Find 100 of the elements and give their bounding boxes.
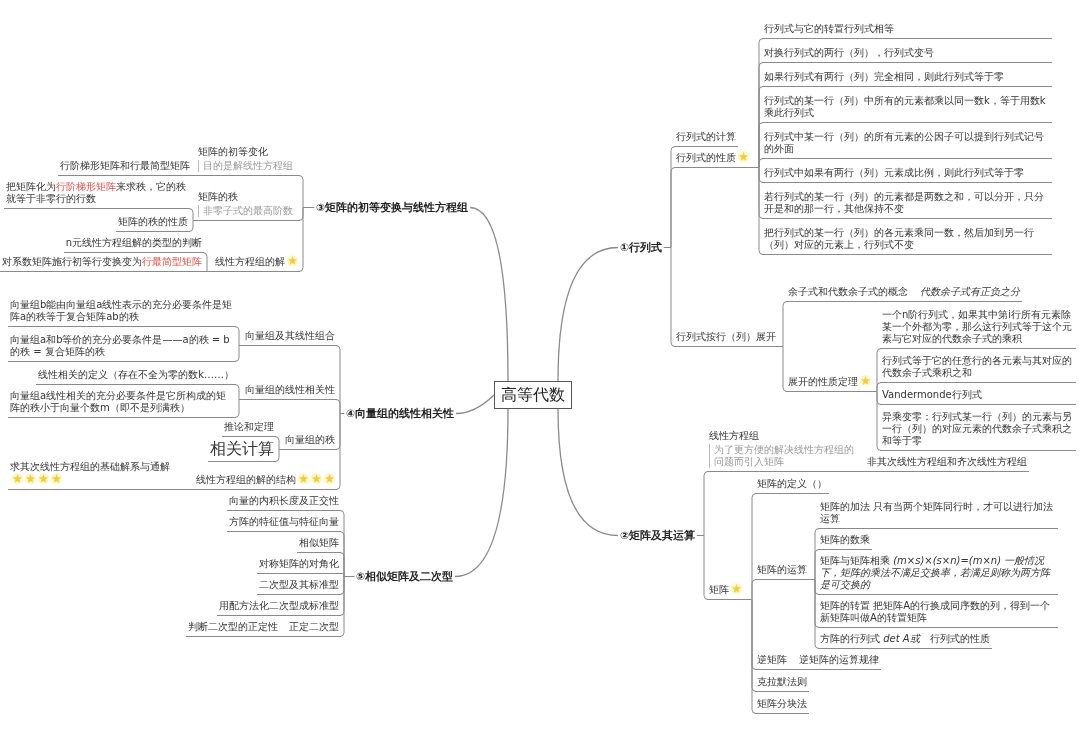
connector-line	[909, 301, 919, 302]
subtopic: 用配方法化二次型成标准型	[217, 598, 341, 616]
subtopic: 行列式与它的转置行列式相等	[762, 21, 1052, 39]
subtopic: 矩阵的加法 只有当两个矩阵同行时，才可以进行加法运算	[818, 499, 1058, 529]
subtopic: 克拉默法则	[755, 674, 809, 692]
connector-line	[696, 535, 709, 600]
subtopic: 行列式等于它的任意行的各元素与其对应的代数余子式乘积之和	[880, 353, 1076, 383]
subtopic	[213, 253, 300, 272]
connector-line	[663, 247, 676, 347]
subtopic: 矩阵的秩的性质	[116, 214, 190, 232]
subtopic: 线性相关的定义（存在不全为零的数k……）	[36, 367, 236, 385]
connector-line	[298, 207, 315, 272]
subtopic: 矩阵的运算	[755, 562, 809, 580]
subtopic: 向量组a线性相关的充分必要条件是它所构成的矩阵的秩小于向量个数m（即不是列满秩）	[8, 388, 236, 418]
central-topic: 高等代数	[494, 381, 572, 409]
branch-title: ⑤相似矩阵及二次型	[354, 569, 455, 584]
connector-line	[188, 220, 197, 232]
subtopic: 矩阵的定义（）	[755, 476, 829, 494]
connector-line	[750, 167, 764, 255]
subtopic: 方阵的特征值与特征向量	[227, 514, 341, 532]
topic-text: 矩阵	[709, 584, 729, 595]
topic-text: 行列式的性质	[676, 152, 736, 163]
subtopic: 行列式按行（列）展开	[674, 329, 778, 347]
subtopic: 行阶梯形矩阵和行最简型矩阵	[58, 158, 192, 176]
branch-curve	[455, 394, 495, 415]
connector-line	[203, 271, 214, 272]
subtopic: 向量的内积长度及正交性	[227, 493, 341, 511]
subtopic: 行列式中如果有两行（列）元素成比例，则此行列式等于零	[762, 165, 1052, 183]
subtopic: 非其次线性方程组和齐次线性方程组	[865, 454, 1029, 472]
subtopic: 向量组b能由向量组a线性表示的充分必要条件是矩阵a的秩等于复合矩阵ab的秩	[8, 297, 236, 327]
subtopic	[707, 428, 857, 472]
branch-curve	[469, 206, 509, 382]
subtopic: 对称矩阵的对角化	[257, 556, 341, 574]
subtopic: 矩阵的数乘	[818, 532, 872, 550]
subtopic: 行列式中某一行（列）的所有元素的公因子可以提到行列式记号的外面	[762, 129, 1052, 159]
branch-curve	[557, 408, 619, 537]
subtopic: 把行列式的某一行（列）的各元素乘同一数，然后加到另一行（列）对应的元素上，行列式不变	[762, 225, 1052, 255]
subtopic: 逆矩阵	[755, 652, 789, 670]
topic-text: 矩阵的初等变化	[198, 146, 268, 157]
branch-title: ①行列式	[618, 240, 664, 255]
subtopic: 逆矩阵的运算规律	[797, 652, 881, 670]
topic-text: 线性方程组的解	[215, 256, 285, 267]
topic-text: 线性方程组的解的结构	[196, 474, 296, 485]
connector-line	[339, 576, 355, 637]
subtopic: 行列式的某一行（列）中所有的元素都乘以同一数k，等于用数k乘此行列式	[762, 93, 1052, 123]
connector-line	[808, 579, 820, 649]
subtopic: 推论和定理	[222, 419, 276, 437]
subtopic: 如果行列式有两行（列）完全相同，则此行列式等于零	[762, 69, 1052, 87]
connector-line	[921, 648, 929, 649]
subtopic	[196, 144, 300, 176]
topic-note: 非零子式的最高阶数	[198, 205, 298, 217]
connector-line	[788, 669, 798, 670]
subtopic	[707, 581, 744, 600]
subtopic: 判断二次型的正定性	[186, 619, 280, 637]
subtopic: 相似矩阵	[297, 535, 341, 553]
subtopic: 对换行列式的两行（列），行列式变号	[762, 45, 1052, 63]
subtopic: 矩阵分块法	[755, 696, 809, 714]
branch-title: ③矩阵的初等变换与线性方程组	[314, 200, 470, 215]
topic-text: 展开的性质定理	[788, 376, 858, 387]
subtopic: 正定二次型	[287, 619, 341, 637]
connector-line	[187, 489, 195, 490]
topic-text: 求其次线性方程组的基础解系与通解	[10, 461, 170, 472]
subtopic: n元线性方程组解的类型的判断	[63, 235, 204, 253]
subtopic	[674, 149, 751, 168]
subtopic: 行列式的计算	[674, 129, 738, 147]
subtopic: 行列式的性质	[928, 631, 992, 649]
subtopic	[194, 471, 337, 490]
branch-curve	[454, 408, 509, 578]
subtopic: 向量组a和b等价的充分必要条件是——a的秩 = b的秩 = 复合矩阵的秩	[8, 332, 236, 362]
branch-title: ④向量组的线性相关性	[344, 406, 456, 421]
subtopic: Vandermonde行列式	[880, 387, 1076, 405]
subtopic: 若行列式的某一行（列）的元素都是两数之和，可以分开，只分开是和的那一行，其他保持不变	[762, 189, 1052, 219]
subtopic: 向量组及其线性组合	[243, 328, 337, 346]
subtopic: 向量组的秩	[283, 432, 337, 450]
subtopic: 方阵的行列式 det A或	[818, 631, 922, 649]
topic-note: 目的是解线性方程组	[198, 160, 298, 172]
subtopic	[8, 459, 188, 490]
topic-text: 矩阵的秩	[198, 191, 238, 202]
connector-line	[335, 413, 345, 490]
subtopic: 二次型及其标准型	[257, 577, 341, 595]
subtopic	[786, 373, 873, 392]
subtopic: 把矩阵化为行阶梯形矩阵来求秩，它的秩就等于非零行的行数	[4, 179, 190, 209]
connector-line	[279, 636, 288, 637]
subtopic: 余子式和代数余子式的概念	[786, 284, 910, 302]
subtopic: 一个n阶行列式，如果其中第i行所有元素除某一个外都为零，那么这行列式等于这个元素与它对应的代数余子式的乘积	[880, 307, 1076, 349]
connector-line	[191, 175, 197, 176]
subtopic: 对系数矩阵施行初等行变换变为行最简型矩阵	[0, 254, 204, 272]
subtopic: 代数余子式有正负之分	[918, 284, 1022, 302]
topic-text: 线性方程组	[709, 430, 759, 441]
branch-curve	[557, 246, 619, 382]
subtopic: 矩阵的转置 把矩阵A的行换成同序数的列，得到一个新矩阵叫做A的转置矩阵	[818, 598, 1058, 628]
topic-note: 为了更方便的解决线性方程组的问题而引入矩阵	[709, 444, 855, 468]
connector-line	[743, 599, 757, 714]
subtopic	[196, 189, 300, 221]
connector-line	[856, 471, 866, 472]
subtopic: 异乘变零：行列式某一行（列）的元素与另一行（列）的对应元素的代数余子式乘积之和等于零	[880, 409, 1076, 451]
subtopic: 相关计算	[208, 437, 276, 462]
connector-line	[188, 208, 197, 221]
subtopic: 向量组的线性相关性	[243, 382, 337, 400]
subtopic: 矩阵与矩阵相乘 (m×s)×(s×n)=(m×n) 一般情况下，矩阵的乘法不满足交换率，若满足则称为两方阵是可交换的	[818, 553, 1058, 595]
